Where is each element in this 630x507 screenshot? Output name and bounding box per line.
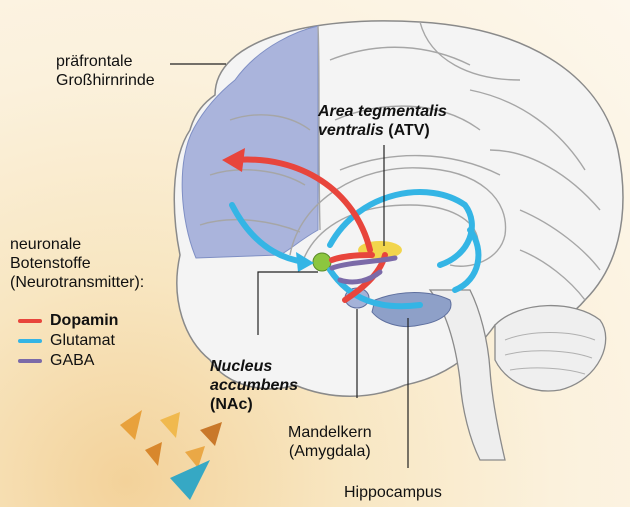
- cerebellum: [495, 306, 606, 391]
- amygdala-label: Mandelkern (Amygdala): [288, 423, 372, 461]
- glutamate-swatch: [18, 339, 42, 343]
- decorative-pyramids: [120, 410, 222, 500]
- dopamine-swatch: [18, 319, 42, 323]
- atv-label: Area tegmentalis ventralis (ATV): [318, 102, 447, 140]
- hippocampus-label: Hippocampus: [344, 483, 442, 502]
- legend-item-glutamate: Glutamat: [18, 331, 115, 351]
- legend-item-dopamine: Dopamin: [18, 311, 118, 331]
- legend-item-gaba: GABA: [18, 351, 94, 371]
- gaba-swatch: [18, 359, 42, 363]
- legend-title: neuronale Botenstoffe (Neurotransmitter)…: [10, 235, 144, 292]
- nac-label: Nucleus accumbens (NAc): [210, 357, 298, 414]
- prefrontal-label: präfrontale Großhirnrinde: [56, 52, 155, 90]
